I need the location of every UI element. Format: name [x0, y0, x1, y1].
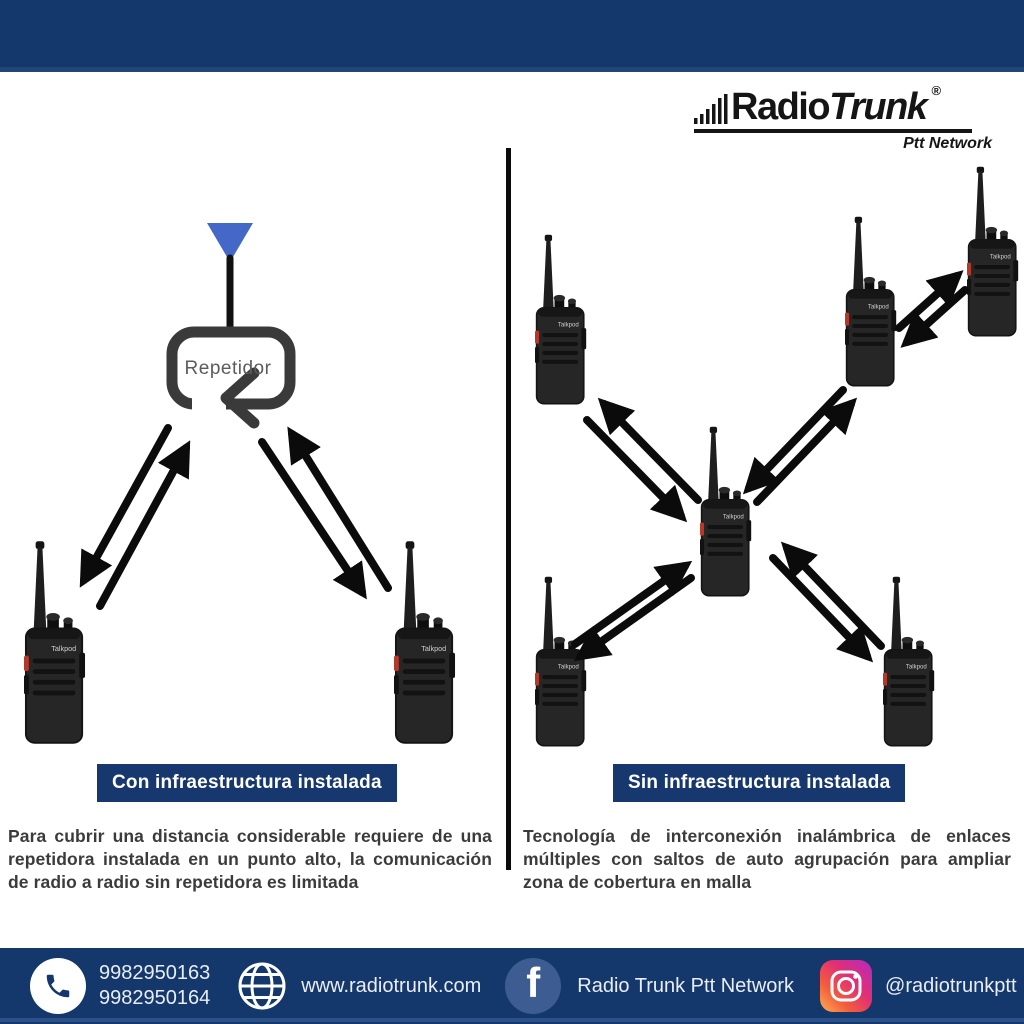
website-url: www.radiotrunk.com: [301, 974, 482, 997]
top-banner-bar: [0, 0, 1024, 72]
radiotrunk-logo: Radio Trunk ® Ptt Network: [694, 84, 998, 153]
registered-trademark-icon: ®: [931, 83, 942, 98]
logo-underline: [694, 129, 972, 133]
phone-number-2: 9982950164: [99, 987, 211, 1009]
description-without-infrastructure: Tecnología de interconexión inalámbrica …: [523, 825, 1011, 893]
antenna-triangle-icon: [207, 223, 253, 262]
mesh-radio-top-left: [535, 233, 587, 405]
handheld-radio-left: [24, 540, 86, 744]
description-with-infrastructure: Para cubrir una distancia considerable r…: [8, 825, 492, 893]
badge-without-infrastructure: Sin infraestructura instalada: [613, 764, 906, 802]
logo-subtitle: Ptt Network: [903, 135, 992, 152]
handheld-radio-right: [394, 540, 456, 744]
facebook-page-name: Radio Trunk Ptt Network: [577, 974, 795, 997]
mesh-radio-bottom-left: [535, 575, 587, 747]
double-arrow-right-link: [258, 426, 392, 600]
globe-icon: [238, 962, 286, 1010]
panel-divider-line: [506, 148, 511, 870]
repeater-loop-icon: [166, 326, 296, 429]
double-arrow-topmiddle-center: [742, 386, 858, 506]
repeater-label: Repetidor: [185, 358, 272, 379]
signal-bars-icon: [694, 94, 728, 124]
mesh-diagram: [535, 165, 1019, 747]
badge-with-infrastructure: Con infraestructura instalada: [97, 764, 397, 802]
double-arrow-topleft-center: [583, 397, 702, 523]
phone-number-1: 9982950163: [99, 962, 211, 984]
repeater-diagram: Repetidor: [24, 223, 456, 744]
logo-text-radio: Radio: [731, 86, 831, 128]
facebook-icon: f: [505, 958, 562, 1014]
phone-numbers: 9982950163 9982950164: [99, 961, 210, 1011]
double-arrow-bottomleft-center: [571, 560, 695, 662]
phone-icon: [30, 958, 86, 1014]
double-arrow-left-link: [79, 424, 191, 610]
double-arrow-topmiddle-topright: [895, 270, 969, 348]
mesh-radio-center: [700, 425, 752, 597]
double-arrow-bottomright-center: [769, 541, 885, 663]
mesh-radio-top-middle: [845, 215, 897, 387]
mesh-radio-bottom-right: [883, 575, 935, 747]
logo-text-trunk: Trunk: [829, 86, 928, 128]
logo-wordmark: Radio Trunk ®: [694, 84, 998, 128]
instagram-handle: @radiotrunkptt: [885, 974, 1017, 997]
mesh-radio-top-right: [967, 165, 1019, 337]
facebook-glyph: f: [526, 959, 541, 1006]
footer-contact-bar: 9982950163 9982950164 www.radiotrunk.com…: [0, 948, 1024, 1024]
instagram-icon: [820, 960, 873, 1012]
